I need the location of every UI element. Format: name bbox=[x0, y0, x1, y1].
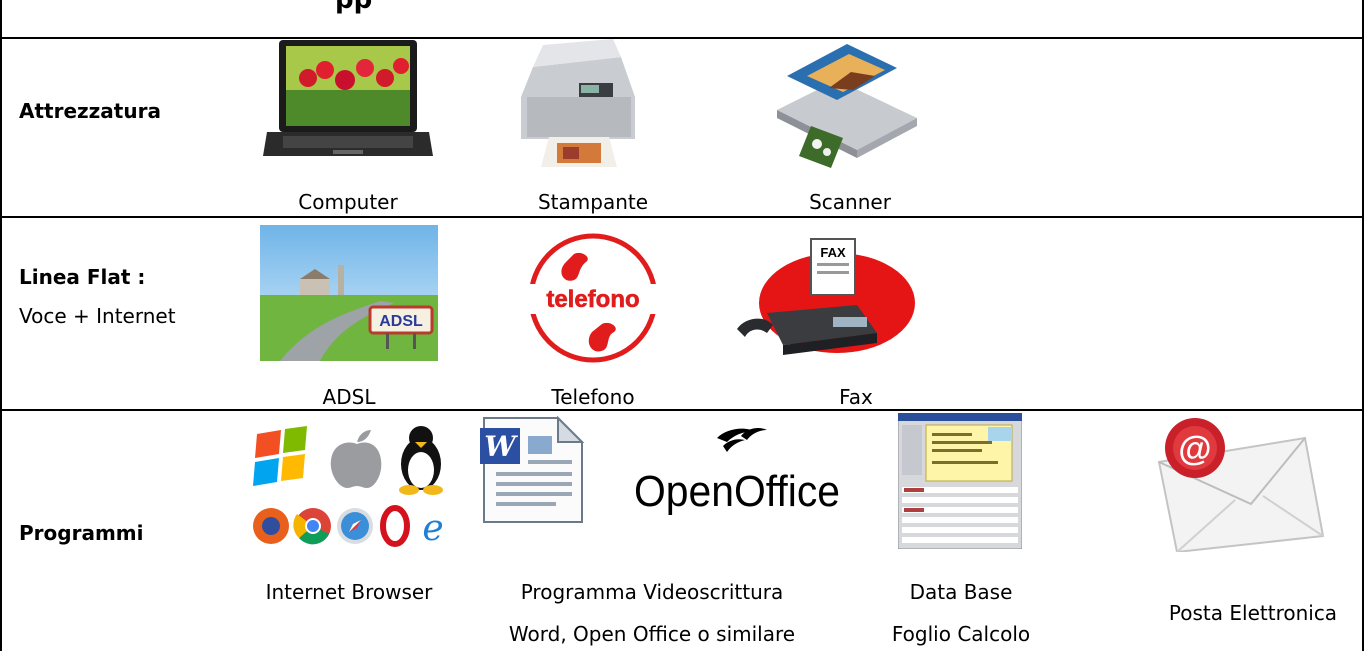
fax-paper-text: FAX bbox=[820, 245, 846, 260]
opera-logo-icon bbox=[380, 505, 410, 547]
row-divider bbox=[0, 409, 1364, 411]
adsl-sign-icon: ADSL bbox=[260, 225, 438, 361]
item-caption-foglio-calcolo: Foglio Calcolo bbox=[891, 622, 1031, 646]
row-sublabel-voce-internet: Voce + Internet bbox=[19, 304, 176, 328]
linux-tux-icon bbox=[399, 426, 443, 495]
table-right-border bbox=[1362, 0, 1364, 651]
openoffice-logo-icon: OpenOffice bbox=[627, 424, 847, 520]
svg-text:@: @ bbox=[1178, 430, 1211, 468]
item-caption-computer: Computer bbox=[298, 190, 398, 214]
item-caption-programma-videoscrittura: Programma Videoscrittura bbox=[520, 580, 784, 604]
chrome-logo-icon bbox=[293, 508, 331, 545]
item-caption-data-base: Data Base bbox=[909, 580, 1013, 604]
item-caption-internet-browser: Internet Browser bbox=[265, 580, 433, 604]
printer-icon bbox=[513, 27, 641, 175]
row-label-linea-flat: Linea Flat : bbox=[19, 265, 146, 289]
row-label-programmi: Programmi bbox=[19, 521, 144, 545]
item-caption-adsl: ADSL bbox=[322, 385, 376, 409]
item-caption-telefono: Telefono bbox=[551, 385, 635, 409]
windows-logo-icon bbox=[253, 426, 307, 486]
telefono-logo-text: telefono bbox=[546, 286, 639, 313]
fax-machine-icon: FAX bbox=[737, 233, 915, 363]
openoffice-logo-text: OpenOffice bbox=[634, 467, 840, 516]
row-divider bbox=[0, 37, 1364, 39]
telefono-logo-icon: telefono bbox=[526, 232, 660, 364]
table-left-border bbox=[0, 0, 2, 651]
email-envelope-icon: @ bbox=[1155, 418, 1327, 552]
row-label-attrezzatura: Attrezzatura bbox=[19, 99, 161, 123]
row-divider bbox=[0, 216, 1364, 218]
word-document-icon: W bbox=[476, 414, 588, 526]
apple-logo-icon bbox=[330, 430, 382, 488]
scanner-icon bbox=[777, 40, 922, 170]
os-browser-logos-icon: e bbox=[249, 414, 447, 552]
item-caption-scanner: Scanner bbox=[809, 190, 891, 214]
database-screenshot-icon bbox=[898, 413, 1022, 549]
svg-text:e: e bbox=[422, 508, 443, 549]
safari-logo-icon bbox=[337, 508, 373, 544]
laptop-icon bbox=[263, 40, 433, 160]
item-caption-fax: Fax bbox=[839, 385, 873, 409]
internet-explorer-logo-icon: e bbox=[422, 508, 443, 549]
header-partial-text: pp bbox=[335, 0, 373, 15]
adsl-sign-text: ADSL bbox=[379, 313, 423, 330]
item-caption-posta-elettronica: Posta Elettronica bbox=[1168, 601, 1338, 625]
item-caption-stampante: Stampante bbox=[537, 190, 649, 214]
svg-text:W: W bbox=[484, 430, 518, 463]
item-caption-word-open-office: Word, Open Office o similare bbox=[508, 622, 796, 646]
